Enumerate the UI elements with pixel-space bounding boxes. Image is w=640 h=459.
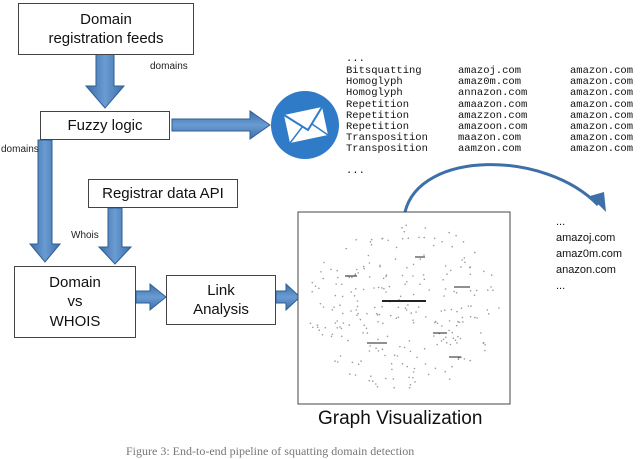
fuzzy-technique: Transposition: [346, 143, 428, 156]
fuzzy-original: amazon.com: [570, 143, 634, 156]
fuzzy-variant: annazon.com: [458, 87, 528, 100]
graph-domain-item: amaz0m.com: [556, 248, 623, 260]
fuzzy-original: amazon.com: [570, 132, 634, 145]
fuzzy-technique: Bitsquatting: [346, 65, 422, 77]
fuzzy-technique: Repetition: [346, 121, 410, 133]
fuzzy-technique: Homoglyph: [346, 76, 403, 89]
arrow-registrar-to-domain: [97, 207, 133, 265]
arrow-fuzzy-to-domain: [28, 139, 62, 263]
graph-domain-item: ...: [556, 280, 566, 292]
fuzzy-logic-label: Fuzzy logic: [67, 116, 143, 134]
fuzzy-original: amazon.com: [570, 76, 634, 89]
edge-label-domains-left: domains: [1, 144, 39, 155]
curved-arrow: [403, 163, 600, 213]
arrow-link-to-graph: [275, 282, 301, 312]
fuzzy-original: amazon.com: [570, 109, 634, 122]
graph-domain-list: ... amazoj.com amaz0m.com anazon.com...: [556, 214, 622, 294]
link-analysis-box: Link Analysis: [166, 275, 276, 325]
graph-domain-item: ...: [556, 216, 566, 228]
fuzzy-variant: amazoon.com: [458, 121, 528, 133]
edge-label-domains-top: domains: [150, 61, 188, 72]
domain-feeds-box: Domain registration feeds: [18, 3, 194, 55]
fuzzy-original: amazon.com: [570, 65, 634, 77]
fuzzy-variant: amaazon.com: [458, 98, 528, 111]
fuzzy-technique: Homoglyph: [346, 87, 403, 100]
fuzzy-original: amazon.com: [570, 98, 634, 111]
arrow-feeds-to-fuzzy: [84, 53, 126, 109]
domain-vs-whois-label: Domain vs WHOIS: [49, 273, 101, 330]
fuzzy-ellipsis-bottom: ...: [346, 165, 365, 177]
graph-domain-item: amazoj.com: [556, 232, 616, 244]
edge-label-whois: Whois: [71, 230, 99, 241]
fuzzy-technique: Repetition: [346, 109, 410, 122]
registrar-api-label: Registrar data API: [102, 184, 224, 202]
fuzzy-technique: Transposition: [346, 132, 428, 145]
graph-domain-item: anazon.com: [556, 264, 616, 276]
arrow-domain-to-link: [135, 282, 167, 312]
domain-vs-whois-box: Domain vs WHOIS: [14, 266, 136, 338]
fuzzy-original: amazon.com: [570, 87, 634, 100]
envelope-icon: [271, 91, 339, 159]
fuzzy-variant: amaz0m.com: [458, 76, 522, 89]
curved-arrowhead: [590, 192, 606, 212]
arrow-fuzzy-to-mail: [171, 110, 271, 140]
fuzzy-ellipsis-top: ...: [346, 53, 365, 65]
fuzzy-variant: amazoj.com: [458, 65, 522, 77]
fuzzy-variant: maazon.com: [458, 132, 522, 145]
graph-dots: [309, 224, 500, 389]
fuzzy-variant: amazzon.com: [458, 109, 528, 122]
fuzzy-variant: aamzon.com: [458, 143, 522, 156]
fuzzy-technique: Repetition: [346, 98, 410, 111]
fuzzy-logic-box: Fuzzy logic: [40, 111, 170, 140]
fuzzy-original: amazon.com: [570, 121, 634, 133]
graph-frame: [297, 211, 511, 405]
graph-title: Graph Visualization: [318, 408, 483, 429]
domain-feeds-label: Domain registration feeds: [48, 10, 164, 48]
registrar-api-box: Registrar data API: [88, 179, 238, 208]
link-analysis-label: Link Analysis: [193, 281, 249, 319]
